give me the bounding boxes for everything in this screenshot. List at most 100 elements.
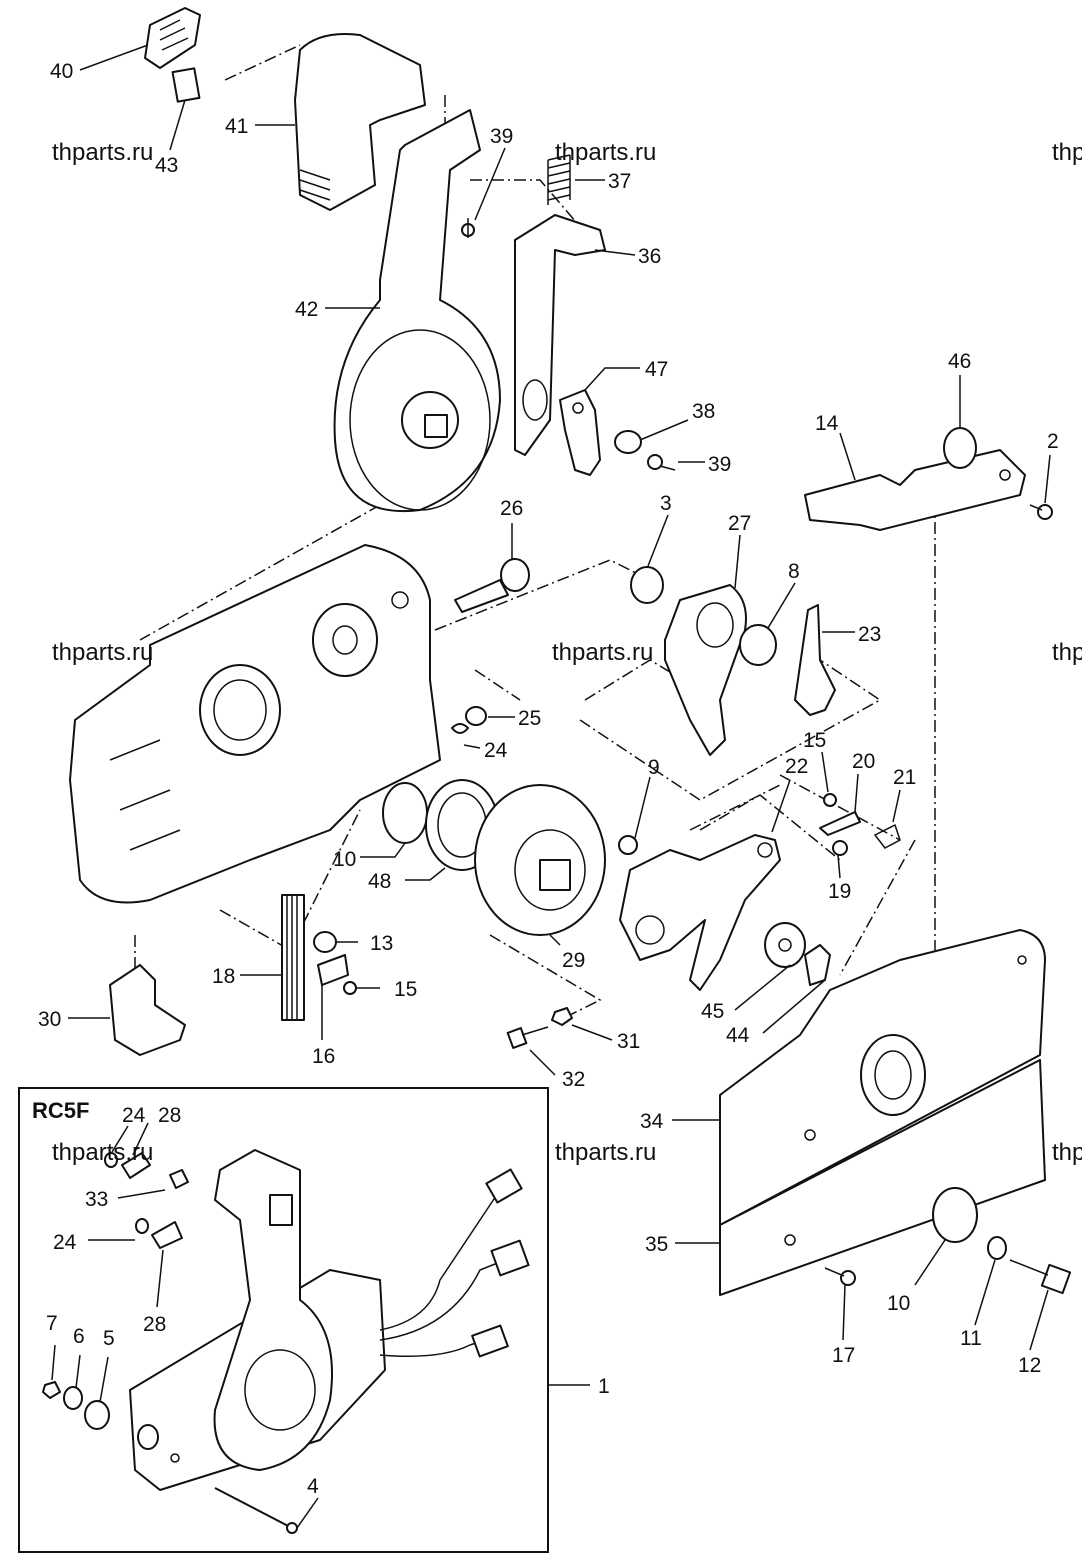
part-3-bushing [630, 566, 664, 604]
callout-9: 9 [648, 756, 660, 779]
callout-47: 47 [645, 358, 668, 381]
callout-10: 10 [887, 1292, 910, 1315]
part-2-screw [1029, 504, 1053, 520]
callout-19: 19 [828, 880, 851, 903]
callout-26: 26 [500, 497, 523, 520]
callout-11: 11 [960, 1327, 982, 1350]
part-10-ring-b [932, 1187, 978, 1243]
callout-44: 44 [726, 1024, 750, 1047]
callout-14: 14 [815, 412, 839, 435]
part-17-screw [824, 1267, 856, 1286]
watermark: thp [1052, 1139, 1082, 1166]
part-25-washer [465, 706, 487, 726]
watermark: thparts.ru [52, 139, 153, 166]
callout-13: 13 [370, 932, 393, 955]
watermark: thp [1052, 139, 1082, 166]
callout-3: 3 [660, 492, 672, 515]
callout-37: 37 [608, 170, 631, 193]
callout-46: 46 [948, 350, 971, 373]
part-housing [69, 544, 441, 904]
part-36-release-bar [514, 214, 606, 456]
part-30-cover [109, 964, 186, 1056]
callout-48: 48 [368, 870, 391, 893]
leader-lines [51, 44, 1051, 1529]
callout-5: 5 [103, 1327, 115, 1350]
part-43-insert [171, 67, 201, 103]
callout-39: 39 [490, 125, 513, 148]
watermark: thp [1052, 639, 1082, 666]
part-35-outer-cover [719, 1059, 1046, 1296]
part-23-bracket [794, 604, 836, 716]
callout-6: 6 [73, 1325, 85, 1348]
callout-39: 39 [708, 453, 731, 476]
callout-36: 36 [638, 245, 661, 268]
part-9-bushing [618, 835, 638, 855]
callout-35: 35 [645, 1233, 668, 1256]
part-22-lever-plate [619, 834, 781, 991]
part-40-clip [144, 7, 201, 69]
part-19-roller [832, 840, 848, 856]
watermark: thparts.ru [52, 639, 153, 666]
part-34-side-cover [719, 929, 1046, 1226]
callout-25: 25 [518, 707, 541, 730]
callout-30: 30 [38, 1008, 61, 1031]
callout-7: 7 [46, 1312, 58, 1335]
callout-8: 8 [788, 560, 800, 583]
callout-38: 38 [692, 400, 715, 423]
callout-10: 10 [333, 848, 356, 871]
watermarks: thparts.ru thparts.ru thparts.ru thparts… [52, 139, 1082, 1166]
callout-20: 20 [852, 750, 875, 773]
rc5f-inset-title: RC5F [32, 1098, 89, 1123]
rc5f-inset-box [18, 1087, 549, 1553]
part-8-washer [739, 624, 777, 666]
callout-28: 28 [158, 1104, 181, 1127]
callouts: 40 41 43 39 37 36 42 47 38 39 46 14 2 26… [38, 60, 1059, 1498]
part-27-cam-plate [664, 584, 747, 756]
part-39-bolt [647, 454, 676, 471]
part-38-washer [614, 430, 642, 454]
part-10-ring [382, 782, 428, 844]
part-29-gear [474, 784, 606, 936]
callout-40: 40 [50, 60, 73, 83]
part-32-bolt [506, 1026, 549, 1049]
callout-34: 34 [640, 1110, 664, 1133]
part-15-screw-b [343, 981, 357, 995]
callout-45: 45 [701, 1000, 724, 1023]
watermark: thparts.ru [52, 1139, 153, 1166]
callout-1: 1 [598, 1375, 610, 1398]
callout-29: 29 [562, 949, 585, 972]
callout-22: 22 [785, 755, 808, 778]
callout-28: 28 [143, 1313, 166, 1336]
part-46-ring [943, 427, 977, 469]
part-11-washer [987, 1236, 1007, 1260]
callout-12: 12 [1018, 1354, 1041, 1377]
part-37-spring [547, 154, 571, 205]
part-41-handle-cap [294, 33, 426, 211]
callout-4: 4 [307, 1475, 319, 1498]
callout-24: 24 [484, 739, 508, 762]
part-45-switch [764, 922, 806, 968]
callout-32: 32 [562, 1068, 585, 1091]
part-42-lever-arm [333, 109, 501, 513]
callout-42: 42 [295, 298, 318, 321]
part-39-screw [461, 218, 475, 238]
callout-33: 33 [85, 1188, 108, 1211]
callout-15: 15 [803, 729, 826, 752]
callout-27: 27 [728, 512, 751, 535]
callout-21: 21 [893, 766, 916, 789]
part-15-screw [823, 793, 837, 807]
callout-41: 41 [225, 115, 248, 138]
part-31-nut [551, 1007, 573, 1026]
part-47-link-plate [559, 389, 601, 476]
inset-parts [42, 1149, 530, 1534]
part-14-neutral-lever [804, 449, 1026, 531]
callout-31: 31 [617, 1030, 640, 1053]
callout-23: 23 [858, 623, 881, 646]
watermark: thparts.ru [552, 639, 653, 666]
callout-15: 15 [394, 978, 417, 1001]
callout-18: 18 [212, 965, 235, 988]
part-13-cap [313, 931, 337, 953]
part-21-spring [873, 823, 901, 849]
callout-43: 43 [155, 154, 178, 177]
callout-16: 16 [312, 1045, 335, 1068]
